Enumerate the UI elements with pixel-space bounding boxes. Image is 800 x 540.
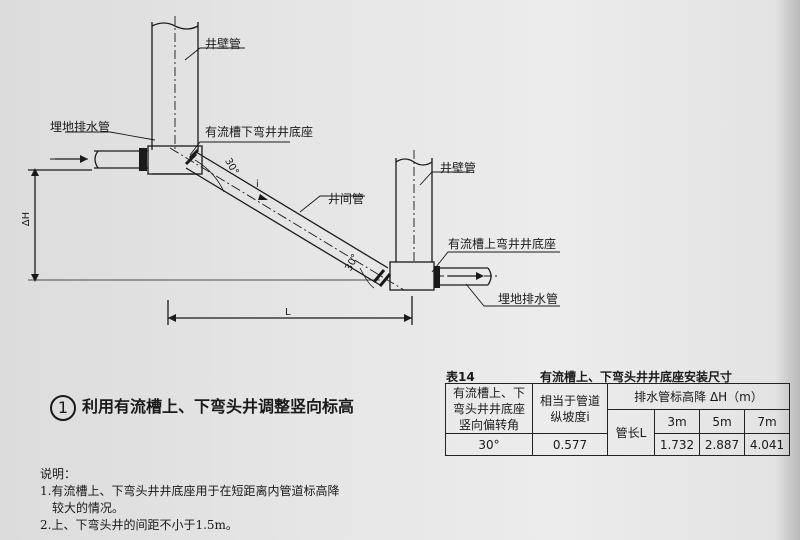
table-caption: 表14 <box>446 370 475 384</box>
label-lower-bend-base: 有流槽下弯井井底座 <box>205 125 314 139</box>
section-title: 利用有流槽上、下弯头井调整竖向标高 <box>82 397 355 416</box>
notes-item: 2.上、下弯头井的间距不小于1.5m。 <box>40 518 238 532</box>
notes: 说明： 1.有流槽上、下弯头井井底座用于在短距离内管道标高降 较大的情况。 2.… <box>40 466 339 534</box>
label-inter-well-pipe: 井间管 <box>328 192 365 206</box>
inter-well-pipe <box>185 151 389 286</box>
section-number: 1 <box>50 394 76 421</box>
header-pipe-length: 管长L <box>607 409 655 456</box>
notes-item: 1.有流槽上、下弯头井井底座用于在短距离内管道标高降 <box>40 484 340 498</box>
label-well-wall-pipe-1: 井壁管 <box>205 37 242 51</box>
right-well-pipe <box>395 158 433 262</box>
cell-drop: 1.732 <box>654 433 700 456</box>
cell-drop: 2.887 <box>699 433 745 456</box>
section-heading: 1 利用有流槽上、下弯头井调整竖向标高 <box>50 393 354 421</box>
left-well-pipe <box>151 22 199 150</box>
label-delta-h: ΔH <box>21 211 33 227</box>
spec-table: 有流槽上、下 弯头井井底座 竖向偏转角 相当于管道 纵坡度i 排水管标高降 ΔH… <box>445 383 790 456</box>
length-cell: 3m <box>654 409 700 434</box>
cell-angle: 30° <box>445 433 533 456</box>
label-upper-bend-base: 有流槽上弯井井底座 <box>448 237 557 251</box>
header-elevation-drop: 排水管标高降 ΔH（m） <box>607 383 790 410</box>
table-title: 有流槽上、下弯头井井底座安装尺寸 <box>540 370 733 384</box>
label-well-wall-pipe-2: 井壁管 <box>440 161 477 175</box>
length-cell: 7m <box>744 409 790 434</box>
notes-title: 说明： <box>40 467 77 481</box>
notes-item: 较大的情况。 <box>52 501 125 515</box>
header-angle: 有流槽上、下 弯头井井底座 竖向偏转角 <box>445 383 533 434</box>
label-length-l: L <box>285 307 291 318</box>
right-buried-pipe <box>434 267 488 286</box>
cell-drop: 4.041 <box>744 433 790 456</box>
left-well-pipe-top <box>151 22 199 30</box>
label-buried-drain-pipe-1: 埋地排水管 <box>50 120 111 134</box>
cell-slope: 0.577 <box>532 433 608 456</box>
label-buried-drain-pipe-2: 埋地排水管 <box>498 292 559 306</box>
label-slope-i: i <box>256 179 259 190</box>
header-slope: 相当于管道 纵坡度i <box>532 383 608 434</box>
length-cell: 5m <box>699 409 745 434</box>
